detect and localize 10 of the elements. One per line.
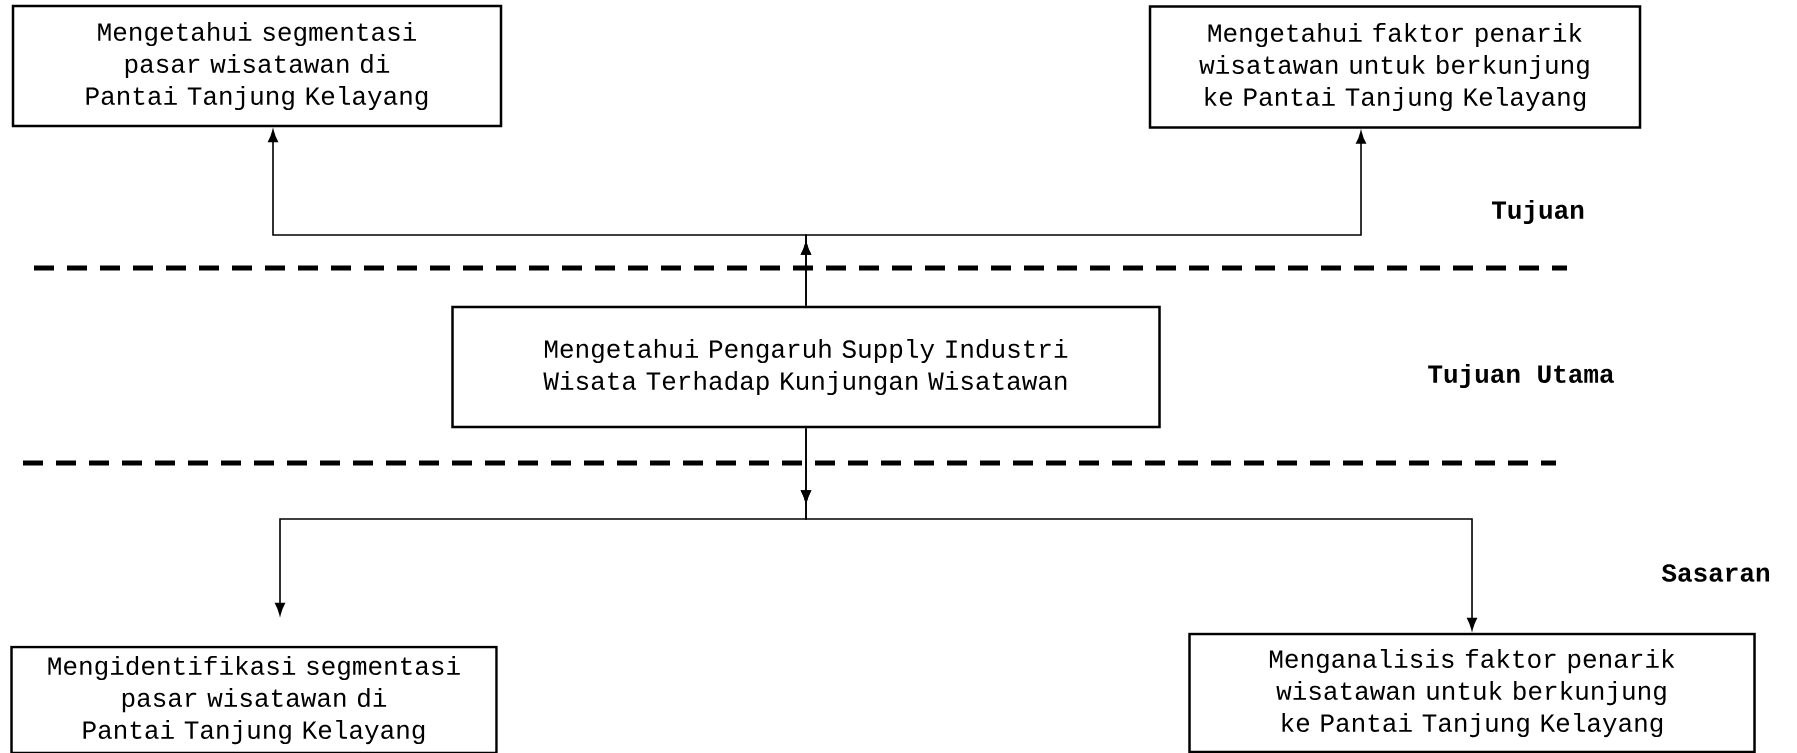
section-label: Tujuan [1492,199,1584,225]
arrow [801,131,1366,307]
text-box: Mengidentifikasi segmentasi pasar wisatawan di Pantai Tanjung Kelayang [10,645,498,753]
text-box: Mengetahui segmentasi pasar wisatawan di Pantai Tanjung Kelayang [11,4,503,128]
text-box: Menganalisis faktor penarik wisatawan untuk berkunjung ke Pantai Tanjung Kelayang [1188,632,1756,753]
section-label: Tujuan Utama [1428,363,1614,389]
text-box: Mengetahui faktor penarik wisatawan untuk berkunjung ke Pantai Tanjung Kelayang [1148,5,1642,129]
arrow [801,427,1477,631]
section-label: Sasaran [1661,564,1770,582]
text-box: Mengetahui Pengaruh Supply Industri Wisata Terhadap Kunjungan Wisatawan [451,305,1161,429]
